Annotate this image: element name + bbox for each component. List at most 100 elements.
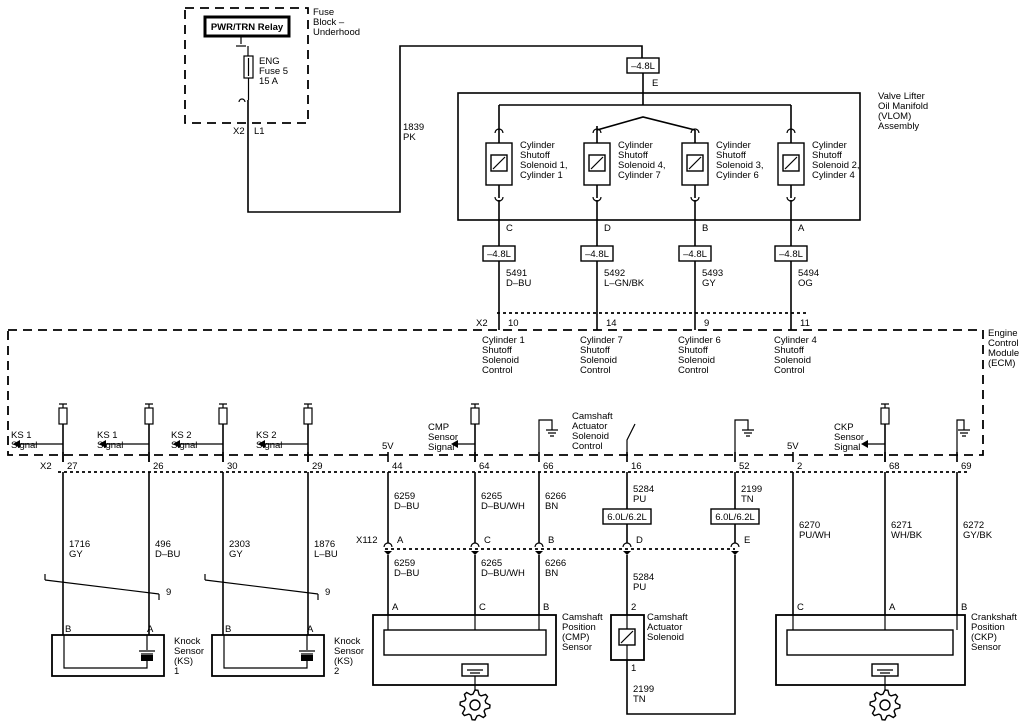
- solenoid-sol4-label-1: Cylinder: [618, 140, 653, 151]
- vlom-title-4: Assembly: [878, 121, 919, 132]
- solenoid-sol1-label-3: Solenoid 1,: [520, 160, 568, 171]
- wire-ckp1-color: PU/WH: [799, 530, 831, 541]
- knock-sensor-2-piezo-element-icon: [301, 655, 313, 661]
- knock-sensor-1-label-2: Sensor: [174, 646, 204, 657]
- cam-act-label-3: Solenoid: [572, 431, 609, 442]
- wire-cmp1-color: D–BU: [394, 501, 419, 512]
- ckp-ground-icon: [958, 429, 970, 437]
- actuator-label-3: Solenoid: [647, 632, 684, 643]
- wire-act2b-number: 2199: [633, 684, 654, 695]
- ks-input-3-resistor-icon: [218, 407, 228, 425]
- wire-act2b-color: TN: [633, 694, 646, 705]
- cmp-signal-input-arrow-icon: [451, 440, 458, 448]
- wire-cmp3b-number: 6266: [545, 558, 566, 569]
- ecm-top-pin-2: 14: [606, 318, 617, 329]
- wire-cmp1b-number: 6259: [394, 558, 415, 569]
- ecm-control-2-line-1: Cylinder 7: [580, 335, 623, 346]
- x112-pin-e-terminal-icon: [730, 542, 740, 548]
- ecm-control-2-line-2: Shutoff: [580, 345, 610, 356]
- cmp-sensor-pin-2: C: [479, 602, 486, 613]
- x112-pin-2: C: [484, 535, 491, 546]
- ecm-control-4-line-2: Shutoff: [774, 345, 804, 356]
- cmp-signal-input-label-2: Sensor: [428, 432, 458, 443]
- ecm-control-4-line-1: Cylinder 4: [774, 335, 817, 346]
- ks-input-3-arrow-icon: [173, 440, 180, 448]
- solenoid-sol2-label-4: Cylinder 4: [812, 170, 855, 181]
- x112-label: X112: [356, 535, 377, 546]
- x112-pin-3: B: [548, 535, 554, 546]
- ecm-control-4-line-3: Solenoid: [774, 355, 811, 366]
- solenoid-sol3-label-3: Solenoid 3,: [716, 160, 764, 171]
- knock-sensor-2-piezo-top-icon: [299, 635, 315, 655]
- cmp-sensor-label-1: Camshaft: [562, 612, 603, 623]
- ckp-sensor-pin-2: A: [889, 602, 896, 613]
- wire-ckp2-number: 6271: [891, 520, 912, 531]
- solenoid-sol4-label-4: Cylinder 7: [618, 170, 661, 181]
- solenoid-sol3-coil-slash: [688, 156, 702, 170]
- ckp-signal-input-resistor-icon: [880, 407, 890, 425]
- knock-sensor-1-piezo-element-icon: [141, 655, 153, 661]
- ecm-title-3: Module: [988, 348, 1019, 359]
- fuse-label-2: Fuse 5: [259, 66, 288, 77]
- wire-ks2a-number: 2303: [229, 539, 250, 550]
- ecm-control-2-line-3: Solenoid: [580, 355, 617, 366]
- x112-pin-d-arrow-icon: [623, 551, 631, 555]
- ks-input-1-arrow-icon: [13, 440, 20, 448]
- wire-ks2a-color: GY: [229, 549, 243, 560]
- cmp-signal-input-pullup-icon: [471, 403, 479, 408]
- ks-input-2-label-2: Signal: [97, 440, 123, 451]
- ecm-title-2: Control: [988, 338, 1019, 349]
- ckp-sensor-label-2: Position: [971, 622, 1005, 633]
- solenoid-sol4-coil-slash: [590, 156, 604, 170]
- fuse-block-title-1: Fuse: [313, 7, 334, 18]
- wire-cmp2b-number: 6265: [481, 558, 502, 569]
- wire-ckp1-number: 6270: [799, 520, 820, 531]
- ks-input-3-label-1: KS 2: [171, 430, 192, 441]
- cmp-sensor-label-3: (CMP): [562, 632, 589, 643]
- ecm-control-2-line-4: Control: [580, 365, 611, 376]
- ckp-low-wire: [956, 419, 965, 462]
- ks-input-4-label-2: Signal: [256, 440, 282, 451]
- solenoid-sol4-pin: D: [604, 223, 611, 234]
- ecm-control-3-line-3: Solenoid: [678, 355, 715, 366]
- ckp-sensor-element: [786, 629, 954, 656]
- wire-ks2b-color: L–BU: [314, 549, 338, 560]
- ks-input-2-pullup-icon: [145, 403, 153, 408]
- wire-cmp1-number: 6259: [394, 491, 415, 502]
- cmp-sensor-pin-1: A: [392, 602, 399, 613]
- wire-cmp2-color: D–BU/WH: [481, 501, 525, 512]
- cam-act-low-wire: [734, 419, 749, 462]
- wire-ks1a-number: 1716: [69, 539, 90, 550]
- x112-pin-5: E: [744, 535, 750, 546]
- wire-c5492-number: 5492: [604, 268, 625, 279]
- wire-1839-pk: [247, 45, 643, 213]
- knock-sensor-1-label-4: 1: [174, 666, 179, 677]
- solenoid-sol2-top-terminal-icon: [786, 128, 796, 134]
- wire-cmp2b-color: D–BU/WH: [481, 568, 525, 579]
- ks-input-4-label-1: KS 2: [256, 430, 277, 441]
- wire-c5493-color: GY: [702, 278, 716, 289]
- vlom-bus: [498, 93, 792, 130]
- x112-pin-2-top-terminal-icon: [470, 542, 480, 548]
- ks-input-4-resistor-icon: [303, 407, 313, 425]
- wire-act2-color: TN: [741, 494, 754, 505]
- wire-ckp2-color: WH/BK: [891, 530, 923, 541]
- wire-cmp1b-color: D–BU: [394, 568, 419, 579]
- x112-pin-1-arrow-icon: [384, 551, 392, 555]
- solenoid-sol1-label-1: Cylinder: [520, 140, 555, 151]
- fuse-block: PWR/TRN Relay Fuse Block – Underhood ENG…: [184, 7, 360, 137]
- vlom-title-2: Oil Manifold: [878, 101, 928, 112]
- ecm-control-1-line-3: Solenoid: [482, 355, 519, 366]
- ckp-signal-input-arrow-icon: [861, 440, 868, 448]
- solenoid-sol2-label-2: Shutoff: [812, 150, 842, 161]
- solenoid-sol3-pin: B: [702, 223, 708, 234]
- ckp-gear-icon: [869, 689, 901, 721]
- wire-cmp2-number: 6265: [481, 491, 502, 502]
- cmp-gear-icon: [459, 689, 491, 721]
- ckp-sensor-pin-3: B: [961, 602, 967, 613]
- ecm-bottom-x2: X2: [40, 461, 52, 472]
- knock-sensor-1-label-3: (KS): [174, 656, 193, 667]
- knock-sensor-2-label-2: Sensor: [334, 646, 364, 657]
